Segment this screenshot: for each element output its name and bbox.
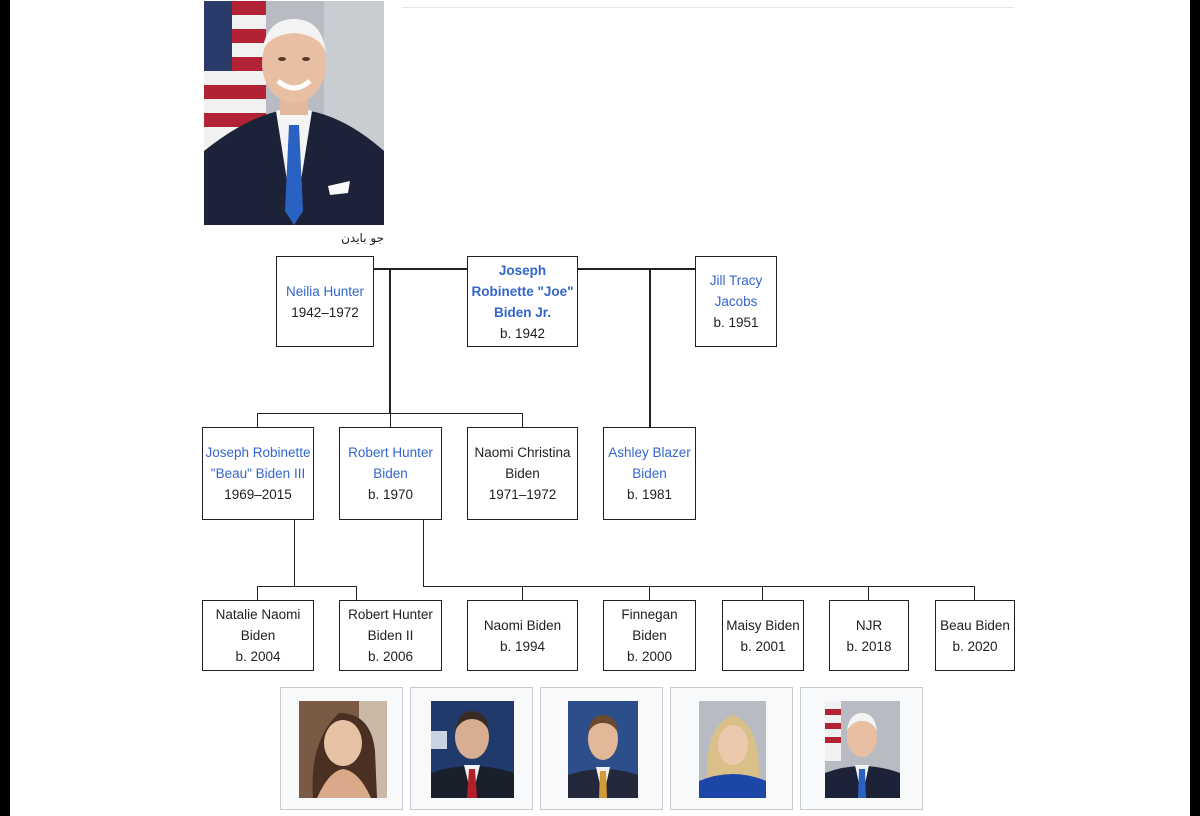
person-name-link[interactable]: Jill Tracy Jacobs [705,270,767,312]
portrait-image[interactable] [204,1,384,225]
person-name: NJR [856,615,882,636]
person-box-joe: Joseph Robinette "Joe" Biden Jr. b. 1942 [467,256,578,347]
person-box-beau: Joseph Robinette "Beau" Biden III 1969–2… [202,427,314,520]
person-dates: 1971–1972 [489,484,557,505]
person-dates: b. 2020 [952,636,997,657]
connector [257,586,258,600]
person-box-naomi-christina: Naomi Christina Biden 1971–1972 [467,427,578,520]
person-dates: b. 2000 [627,646,672,667]
person-box-neilia: Neilia Hunter 1942–1972 [276,256,374,347]
gallery-item-jill[interactable] [670,687,793,810]
connector [762,586,763,600]
person-name-link[interactable]: Neilia Hunter [286,281,364,302]
person-name: Robert Hunter Biden II [343,604,439,646]
person-name-link[interactable]: Joseph Robinette "Beau" Biden III [204,442,312,484]
connector [356,586,357,600]
person-dates: b. 2001 [740,636,785,657]
connector [423,519,424,586]
hunter-photo [431,701,514,798]
person-dates: b. 2004 [235,646,280,667]
person-box-hunter: Robert Hunter Biden b. 1970 [339,427,442,520]
person-name: Naomi Christina Biden [473,442,573,484]
person-box-robert-ii: Robert Hunter Biden II b. 2006 [339,600,442,671]
connector [390,413,391,427]
person-dates: b. 1951 [713,312,758,333]
jill-photo [699,701,766,798]
connector [649,586,650,600]
connector [522,586,523,600]
person-box-jill: Jill Tracy Jacobs b. 1951 [695,256,777,347]
joe-photo [825,701,900,798]
person-name-link[interactable]: Robert Hunter Biden [346,442,436,484]
gallery-item-hunter[interactable] [410,687,533,810]
person-name: Finnegan Biden [615,604,685,646]
person-dates: b. 2018 [846,636,891,657]
person-dates: b. 1970 [368,484,413,505]
person-dates: b. 2006 [368,646,413,667]
top-divider [402,7,1014,8]
person-dates: b. 1994 [500,636,545,657]
ashley-photo [299,701,387,798]
person-box-finnegan: Finnegan Biden b. 2000 [603,600,696,671]
gallery-item-ashley[interactable] [280,687,403,810]
person-box-njr: NJR b. 2018 [829,600,909,671]
connector [423,586,975,587]
connector [974,586,975,600]
person-box-natalie: Natalie Naomi Biden b. 2004 [202,600,314,671]
page: جو بایدن Neilia Hunter 1942–1972 Joseph … [10,0,1190,816]
connector [294,519,295,586]
connector [257,413,258,427]
person-box-ashley: Ashley Blazer Biden b. 1981 [603,427,696,520]
person-dates: 1969–2015 [224,484,292,505]
person-name: Naomi Biden [484,615,561,636]
person-name-link[interactable]: Ashley Blazer Biden [607,442,693,484]
portrait-caption: جو بایدن [204,231,384,245]
person-name: Beau Biden [940,615,1010,636]
connector [522,413,523,427]
gallery-item-joe[interactable] [800,687,923,810]
person-name-link[interactable]: Joseph Robinette "Joe" Biden Jr. [471,260,575,323]
connector [373,268,467,270]
beau-photo [568,701,638,798]
connector [577,268,695,270]
connector [868,586,869,600]
person-box-maisy: Maisy Biden b. 2001 [722,600,804,671]
person-name: Maisy Biden [726,615,800,636]
person-dates: 1942–1972 [291,302,359,323]
connector [389,268,391,414]
person-dates: b. 1942 [500,323,545,344]
connector [257,586,357,587]
person-box-beau-ii: Beau Biden b. 2020 [935,600,1015,671]
connector [649,268,651,427]
person-name: Natalie Naomi Biden [208,604,308,646]
person-dates: b. 1981 [627,484,672,505]
gallery-item-beau[interactable] [540,687,663,810]
person-box-naomi: Naomi Biden b. 1994 [467,600,578,671]
